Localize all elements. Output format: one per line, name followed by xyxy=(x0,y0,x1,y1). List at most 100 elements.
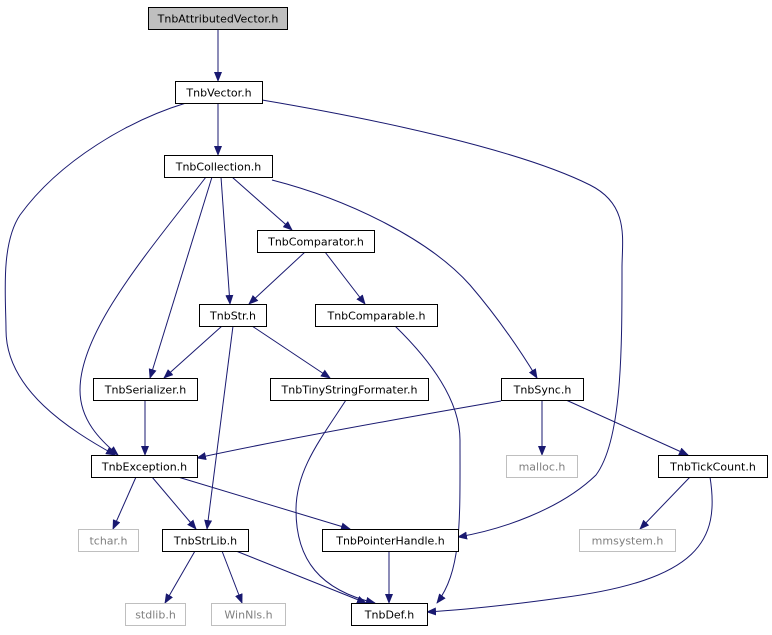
edge-line xyxy=(261,99,624,540)
edge-strlib-to-def xyxy=(235,550,367,604)
edge-line xyxy=(204,325,234,530)
node-ptr[interactable]: TnbPointerHandle.h xyxy=(322,529,459,552)
nodes-layer: TnbAttributedVector.hTnbVector.hTnbColle… xyxy=(78,7,768,626)
edge-line xyxy=(248,251,306,305)
edge-line xyxy=(231,176,293,231)
edge-sync-to-tick xyxy=(565,399,689,456)
edge-collection-to-sync xyxy=(271,179,538,379)
node-box xyxy=(162,529,249,552)
edge-line xyxy=(148,176,213,379)
edge-tick-to-mmsys xyxy=(639,476,691,530)
edge-tiny-to-def xyxy=(295,399,376,605)
node-box xyxy=(658,455,768,478)
node-attr[interactable]: TnbAttributedVector.h xyxy=(148,7,288,30)
node-label: tchar.h xyxy=(89,535,127,548)
node-label: WinNls.h xyxy=(224,609,272,622)
edge-line xyxy=(639,476,691,530)
edge-comparator-to-str xyxy=(248,251,306,305)
edge-str-to-strlib xyxy=(204,325,234,530)
edge-line xyxy=(295,399,376,605)
edge-line xyxy=(426,476,713,616)
edge-str-to-tiny xyxy=(251,325,331,379)
node-label: TnbDef.h xyxy=(364,609,414,622)
node-label: mmsystem.h xyxy=(592,535,664,548)
node-exception[interactable]: TnbException.h xyxy=(91,455,198,478)
node-def[interactable]: TnbDef.h xyxy=(351,603,428,626)
node-box xyxy=(315,304,438,327)
node-comparator[interactable]: TnbComparator.h xyxy=(257,230,375,253)
edge-tick-to-def xyxy=(426,476,713,616)
edge-vector-to-exception xyxy=(4,102,187,456)
node-box xyxy=(506,455,578,478)
edge-line xyxy=(163,325,223,379)
node-label: TnbComparator.h xyxy=(267,236,364,249)
edge-strlib-to-winnls xyxy=(221,550,243,604)
node-box xyxy=(322,529,459,552)
node-box xyxy=(164,155,273,178)
node-label: stdlib.h xyxy=(135,609,176,622)
edge-line xyxy=(221,550,243,604)
node-box xyxy=(93,378,198,401)
node-collection[interactable]: TnbCollection.h xyxy=(164,155,273,178)
edge-line xyxy=(271,179,538,379)
edge-strlib-to-stdlib xyxy=(164,550,196,604)
edge-line xyxy=(112,476,137,530)
node-tiny[interactable]: TnbTinyStringFormater.h xyxy=(270,378,429,401)
edge-line xyxy=(565,399,689,456)
edge-exception-to-tchar xyxy=(112,476,137,530)
edge-line xyxy=(196,400,502,461)
node-str[interactable]: TnbStr.h xyxy=(199,304,267,327)
node-box xyxy=(211,603,286,626)
edge-line xyxy=(151,476,197,530)
node-label: TnbComparable.h xyxy=(326,310,425,323)
node-box xyxy=(257,230,375,253)
node-label: TnbPointerHandle.h xyxy=(335,535,445,548)
node-label: TnbTinyStringFormater.h xyxy=(281,384,418,397)
edge-line xyxy=(177,476,351,531)
node-stdlib: stdlib.h xyxy=(125,603,186,626)
node-winnls: WinNls.h xyxy=(211,603,286,626)
edge-comparable-to-def xyxy=(394,325,461,604)
edge-line xyxy=(324,251,366,305)
node-label: TnbSync.h xyxy=(513,384,572,397)
edge-line xyxy=(79,176,207,456)
node-sync[interactable]: TnbSync.h xyxy=(501,378,584,401)
node-box xyxy=(78,529,139,552)
node-box xyxy=(175,81,263,104)
edge-line xyxy=(164,550,196,604)
node-label: TnbAttributedVector.h xyxy=(157,13,279,26)
node-label: TnbVector.h xyxy=(185,87,251,100)
node-box xyxy=(579,529,676,552)
node-comparable[interactable]: TnbComparable.h xyxy=(315,304,438,327)
edge-collection-to-exception xyxy=(79,176,207,456)
edge-line xyxy=(251,325,331,379)
edge-vector-to-ptr xyxy=(261,99,624,540)
node-box xyxy=(125,603,186,626)
edge-collection-to-str xyxy=(220,176,234,305)
node-vector[interactable]: TnbVector.h xyxy=(175,81,263,104)
node-label: TnbCollection.h xyxy=(175,161,262,174)
node-mmsys: mmsystem.h xyxy=(579,529,676,552)
node-label: malloc.h xyxy=(519,461,566,474)
edge-sync-to-exception xyxy=(196,400,502,461)
edge-line xyxy=(4,102,187,456)
node-label: TnbStr.h xyxy=(209,310,256,323)
node-label: TnbException.h xyxy=(101,461,187,474)
node-serializer[interactable]: TnbSerializer.h xyxy=(93,378,198,401)
node-box xyxy=(501,378,584,401)
edge-collection-to-comparator xyxy=(231,176,293,231)
edge-exception-to-ptr xyxy=(177,476,351,531)
node-label: TnbSerializer.h xyxy=(104,384,186,397)
node-strlib[interactable]: TnbStrLib.h xyxy=(162,529,249,552)
edge-str-to-serializer xyxy=(163,325,223,379)
edge-collection-to-serializer xyxy=(148,176,213,379)
edge-line xyxy=(220,176,234,305)
node-label: TnbStrLib.h xyxy=(173,535,237,548)
node-label: TnbTickCount.h xyxy=(669,461,756,474)
edges-layer xyxy=(4,29,713,616)
edge-line xyxy=(394,325,461,604)
node-tchar: tchar.h xyxy=(78,529,139,552)
node-tick[interactable]: TnbTickCount.h xyxy=(658,455,768,478)
node-malloc: malloc.h xyxy=(506,455,578,478)
